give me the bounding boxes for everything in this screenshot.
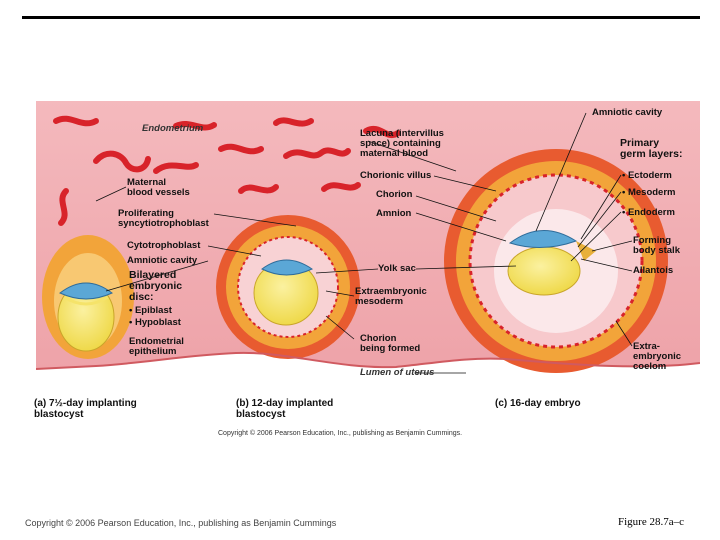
label-amniotic-cavity-top: Amniotic cavity <box>592 107 663 118</box>
leader-lines <box>95 112 633 374</box>
figure-reference: Figure 28.7a–c <box>618 516 684 528</box>
label-ectoderm: • Ectoderm <box>622 170 672 181</box>
label-chorion: Chorion <box>376 189 413 200</box>
label-lumen-of-uterus: Lumen of uterus <box>360 367 435 378</box>
label-forming-body-stalk: Forming body stalk <box>633 235 680 256</box>
label-extraembryonic-coelom: Extra- embryonic coelom <box>633 341 682 372</box>
embryo-c <box>444 149 668 373</box>
inner-copyright: Copyright © 2006 Pearson Education, Inc.… <box>218 430 463 437</box>
label-amnion: Amnion <box>376 208 412 219</box>
label-yolk-sac: Yolk sac <box>378 263 416 274</box>
label-extraembryonic-mesoderm: Extraembryonic mesoderm <box>355 286 427 307</box>
label-endoderm: • Endoderm <box>622 207 675 218</box>
label-amniotic-cavity: Amniotic cavity <box>127 255 198 266</box>
label-mesoderm: • Mesoderm <box>622 187 676 198</box>
illustration <box>36 101 700 374</box>
label-chorion-being-formed: Chorion being formed <box>360 333 421 354</box>
caption-c: (c) 16-day embryo <box>495 398 581 409</box>
maternal-blood-vessels <box>53 115 401 226</box>
label-epiblast: • Epiblast <box>129 305 172 316</box>
caption-b: (b) 12-day implanted blastocyst <box>236 398 334 420</box>
label-hypoblast: • Hypoblast <box>129 317 181 328</box>
label-cytotrophoblast: Cytotrophoblast <box>127 240 201 251</box>
footer-copyright: Copyright © 2006 Pearson Education, Inc.… <box>25 518 337 528</box>
label-bilayered-embryonic-disc: Bilayered embryonic disc: <box>129 269 183 303</box>
label-primary-germ-layers: Primary germ layers: <box>620 137 683 160</box>
blastocyst-a <box>42 235 134 359</box>
embryo-implantation-figure <box>36 101 700 381</box>
label-endometrium: Endometrium <box>142 123 204 134</box>
label-chorionic-villus: Chorionic villus <box>360 170 432 181</box>
caption-a: (a) 7½-day implanting blastocyst <box>34 398 137 420</box>
label-allantois: Allantois <box>633 265 674 276</box>
label-endometrial-epithelium: Endometrial epithelium <box>129 336 184 357</box>
lumen-outline <box>36 351 700 370</box>
label-maternal-blood-vessels: Maternal blood vessels <box>127 177 190 198</box>
label-lacuna: Lacuna (intervillus space) containing ma… <box>360 128 444 159</box>
top-rule <box>22 16 700 19</box>
blastocyst-b <box>216 215 360 359</box>
label-proliferating-syncytiotrophoblast: Proliferating syncytiotrophoblast <box>118 208 209 229</box>
